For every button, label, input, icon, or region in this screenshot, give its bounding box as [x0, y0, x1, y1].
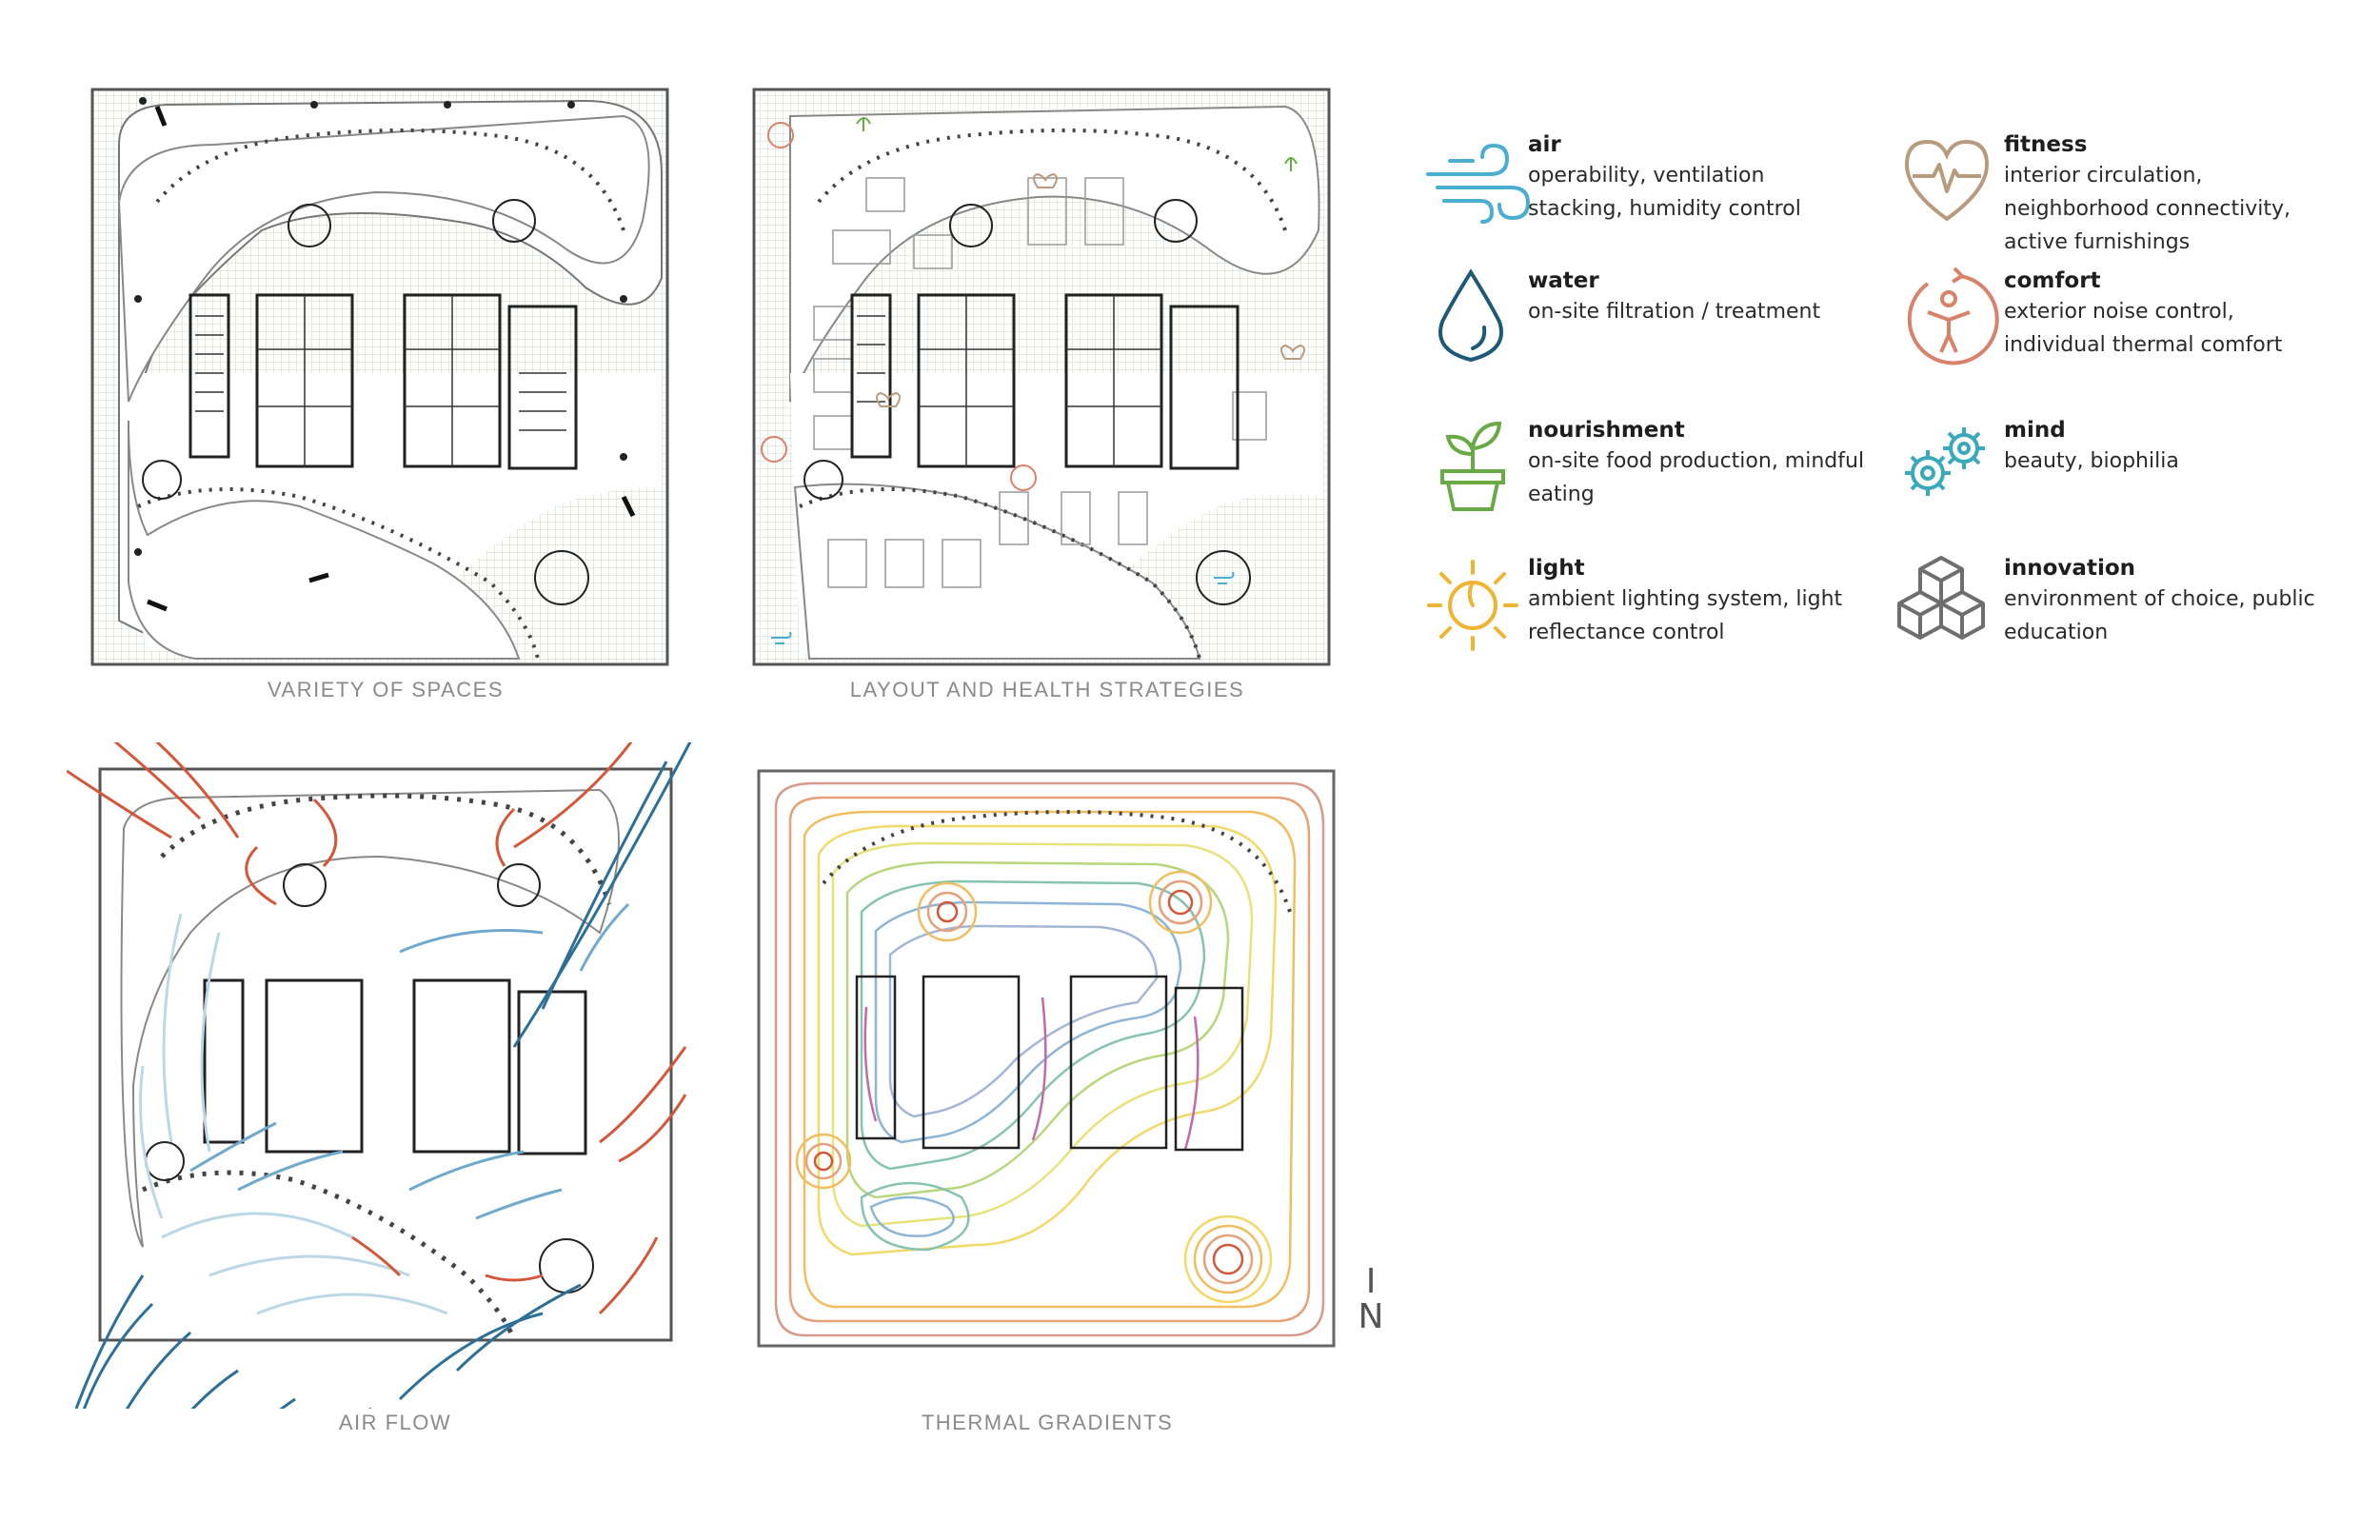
legend-desc-light-line-1: ambient lighting system, light	[1528, 587, 1843, 611]
legend-desc-fitness-line-2: neighborhood connectivity,	[2004, 197, 2291, 221]
legend-desc-water-line-1: on-site filtration / treatment	[1528, 300, 1821, 324]
north-letter: N	[1358, 1297, 1384, 1336]
health-strategy-markers	[761, 117, 1305, 644]
legend-desc-innovation-line-2: education	[2004, 621, 2109, 644]
legend-title-water: water	[1528, 268, 1599, 293]
legend-desc-comfort-line-2: individual thermal comfort	[2004, 333, 2283, 357]
legend-title-mind: mind	[2004, 418, 2066, 443]
legend-title-comfort: comfort	[2004, 268, 2101, 293]
north-indicator: I N	[1352, 1262, 1390, 1336]
legend-desc-comfort-line-1: exterior noise control,	[2004, 300, 2234, 324]
legend-desc-air-line-2: stacking, humidity control	[1528, 197, 1801, 221]
legend-desc-mind-line-1: beauty, biophilia	[2004, 449, 2179, 473]
legend-desc-innovation-line-1: environment of choice, public	[2004, 587, 2315, 611]
floor-plan-drawing	[90, 88, 669, 666]
sun-icon	[1427, 560, 1518, 651]
thermal-gradient-drawing	[757, 769, 1336, 1348]
plan-air-flow	[67, 742, 704, 1409]
legend-title-nourishment: nourishment	[1528, 418, 1685, 443]
caption-thermal-gradients: THERMAL GRADIENTS	[921, 1411, 1174, 1434]
legend-desc-nourishment-line-1: on-site food production, mindful	[1528, 449, 1865, 473]
cubes-icon	[1897, 556, 1985, 640]
potted-plant-icon	[1440, 421, 1505, 511]
legend-desc-air-line-1: operability, ventilation	[1528, 164, 1765, 188]
caption-air-flow: AIR FLOW	[338, 1411, 452, 1434]
plan-variety-of-spaces	[90, 88, 671, 668]
caption-layout-and-health-strategies: LAYOUT AND HEALTH STRATEGIES	[849, 678, 1245, 701]
legend-title-fitness: fitness	[2004, 132, 2088, 157]
legend-title-air: air	[1528, 132, 1561, 157]
legend-desc-nourishment-line-2: eating	[1528, 483, 1595, 506]
wind-icon	[1426, 143, 1531, 224]
legend-desc-light-line-2: reflectance control	[1528, 621, 1725, 644]
water-drop-icon	[1438, 268, 1503, 363]
legend-title-innovation: innovation	[2004, 556, 2135, 581]
legend-desc-fitness-line-1: interior circulation,	[2004, 164, 2203, 188]
floor-plan-drawing	[752, 88, 1331, 666]
plan-layout-and-health-strategies	[752, 88, 1333, 668]
north-tick: I	[1365, 1262, 1377, 1301]
legend-desc-fitness-line-3: active furnishings	[2004, 230, 2191, 254]
heart-pulse-icon	[1904, 139, 1990, 222]
person-cycle-icon	[1907, 267, 1999, 365]
air-flow-drawing	[67, 742, 692, 1409]
gears-icon	[1905, 427, 1985, 496]
caption-variety-of-spaces: VARIETY OF SPACES	[267, 678, 504, 701]
legend-title-light: light	[1528, 556, 1585, 581]
plan-thermal-gradients	[757, 769, 1338, 1350]
